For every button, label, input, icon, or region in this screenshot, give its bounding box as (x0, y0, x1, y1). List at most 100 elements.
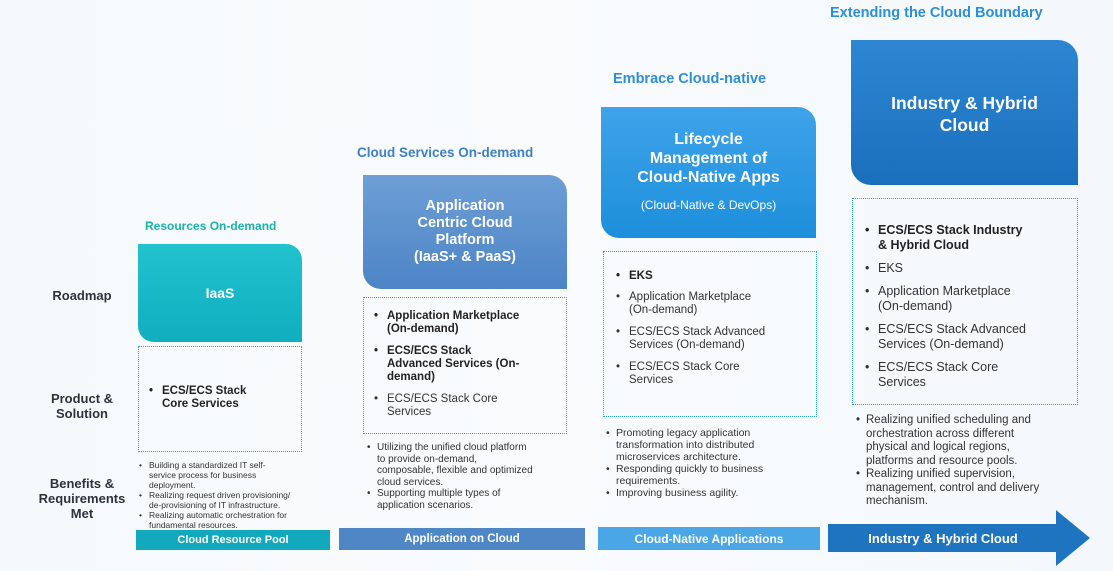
stage-2-card: Application Centric Cloud Platform (IaaS… (363, 175, 567, 289)
benefit-line: physical and logical regions, (866, 441, 1010, 453)
item-line: ECS/ECS Stack (387, 345, 472, 357)
benefit-line: transformation into distributed (616, 439, 755, 451)
stage-2-solution-box: Application Marketplace (On-demand) ECS/… (363, 297, 567, 434)
item-line: Advanced Services (On- (387, 358, 520, 370)
row-label-benefits: Benefits & Requirements Met (28, 476, 136, 521)
stage-4-solution-item-1: ECS/ECS Stack Industry & Hybrid Cloud (865, 223, 1071, 253)
item-line: Services (387, 406, 432, 418)
item-line: ECS/ECS Stack Advanced (629, 326, 766, 338)
stage-1-benefit-1: Building a standardized IT self- service… (139, 460, 329, 490)
stage-1-heading: Resources On-demand (145, 219, 277, 233)
stage-2-bar: Application on Cloud (339, 528, 585, 550)
benefit-line: Utilizing the unified cloud platform (377, 442, 527, 453)
stage-3-bar: Cloud-Native Applications (598, 527, 820, 550)
benefit-line: platforms and resource pools. (866, 454, 1018, 467)
stage-4-arrow (828, 510, 1090, 566)
item-line: Services (On-demand) (878, 337, 1004, 351)
benefit-line: de-provisioning of IT infrastructure. (149, 500, 281, 510)
stage-3-solution-item-3: ECS/ECS Stack Advanced Services (On-dema… (616, 326, 810, 352)
row-label-product-line-2: Solution (56, 406, 108, 421)
stage-2-solution-item-2: ECS/ECS Stack Advanced Services (On- dem… (374, 345, 560, 384)
stage-1-benefit-3: Realizing automatic orchestration for fu… (139, 510, 329, 530)
benefit-line: to provide on-demand, (377, 453, 478, 465)
stage-3-card: Lifecycle Management of Cloud-Native App… (601, 107, 816, 238)
stage-1-benefits: Building a standardized IT self- service… (139, 460, 329, 530)
stage-3-heading: Embrace Cloud-native (613, 71, 767, 87)
stage-1-card-title: IaaS (205, 285, 235, 301)
benefit-line: Building a standardized IT self- (149, 460, 266, 470)
stage-4-solution-item-5: ECS/ECS Stack Core Services (865, 360, 1071, 390)
benefit-line: orchestration across different (866, 427, 1015, 440)
stage-2-benefits: Utilizing the unified cloud platform to … (367, 442, 589, 511)
row-label-benefits-line-1: Benefits & (49, 476, 115, 491)
stage-4-benefits: Realizing unified scheduling and orchest… (856, 414, 1096, 509)
item-line: ECS/ECS Stack Core (387, 393, 498, 405)
stage-3-card-line-1: Lifecycle (674, 131, 743, 148)
item-line: (On-demand) (387, 323, 459, 335)
stage-4-solution-box: ECS/ECS Stack Industry & Hybrid Cloud EK… (852, 198, 1078, 405)
item-line: ECS/ECS Stack Industry (878, 223, 1023, 237)
item-line: & Hybrid Cloud (878, 238, 969, 252)
benefit-line: management, control and delivery (866, 481, 1040, 494)
stage-4-solution-item-2: EKS (865, 261, 1071, 276)
stage-4-solution-item-4: ECS/ECS Stack Advanced Services (On-dema… (865, 322, 1071, 352)
benefit-line: Promoting legacy application (616, 427, 751, 439)
benefit-line: deployment. (149, 480, 196, 490)
benefit-line: application scenarios. (377, 499, 474, 511)
stage-3-solution-item-2: Application Marketplace (On-demand) (616, 291, 810, 317)
stage-1-card: IaaS (138, 244, 302, 342)
stage-3-solution-box: EKS Application Marketplace (On-demand) … (603, 251, 817, 417)
benefit-line: fundamental resources. (149, 520, 238, 530)
benefit-line: Realizing request driven provisioning/ (149, 490, 291, 500)
benefit-line: mechanism. (866, 495, 928, 507)
stage-3-solution-item-1: EKS (616, 270, 810, 283)
stage-3-card-line-3: Cloud-Native Apps (637, 169, 780, 186)
stage-1-bar: Cloud Resource Pool (136, 530, 330, 550)
item-line: Services (878, 375, 926, 389)
row-label-roadmap: Roadmap (52, 288, 112, 303)
row-label-product-solution: Product & Solution (32, 391, 132, 421)
stage-1-item-1-line-2: Core Services (162, 398, 239, 410)
stage-1-solution-box: ECS/ECS Stack Core Services (138, 346, 302, 452)
item-line: EKS (878, 261, 904, 275)
stage-2-benefit-2: Supporting multiple types of application… (367, 488, 589, 511)
item-line: Services (On-demand) (629, 339, 745, 351)
stage-2-card-line-3: Platform (435, 232, 495, 248)
item-line: ECS/ECS Stack Core (878, 360, 999, 374)
stage-4-benefit-2: Realizing unified supervision, managemen… (856, 468, 1096, 509)
arrow-shape (828, 510, 1090, 566)
stage-1-benefit-2: Realizing request driven provisioning/ d… (139, 490, 329, 510)
stage-2-card-line-1: Application (425, 198, 505, 214)
item-line: EKS (629, 270, 653, 282)
stage-2-solution-item-1: Application Marketplace (On-demand) (374, 310, 560, 336)
stage-4-card: Industry & Hybrid Cloud (851, 40, 1078, 185)
stage-4-card-line-2: Cloud (939, 115, 990, 135)
stage-3-benefits: Promoting legacy application transformat… (606, 427, 826, 499)
benefit-line: Responding quickly to business (616, 463, 764, 475)
benefit-line: Realizing unified scheduling and (866, 414, 1031, 426)
benefit-line: microservices architecture. (616, 451, 741, 463)
row-label-product-line-1: Product & (50, 391, 114, 406)
item-line: ECS/ECS Stack Core (629, 361, 740, 373)
benefit-line: cloud services. (377, 476, 444, 488)
stage-4-benefit-1: Realizing unified scheduling and orchest… (856, 414, 1096, 468)
benefit-line: requirements. (616, 475, 681, 487)
item-line: (On-demand) (878, 299, 953, 313)
item-line: demand) (387, 371, 435, 383)
stage-2-heading: Cloud Services On-demand (357, 145, 534, 160)
item-line: Application Marketplace (878, 284, 1011, 298)
stage-3-card-subtitle: (Cloud-Native & DevOps) (640, 198, 777, 212)
item-line: ECS/ECS Stack Advanced (878, 322, 1026, 336)
stage-4-bar: Industry & Hybrid Cloud (868, 530, 1018, 546)
stage-4-heading: Extending the Cloud Boundary (830, 5, 1043, 21)
row-label-benefits-line-2: Requirements (38, 491, 126, 506)
stage-4-solution-item-3: Application Marketplace (On-demand) (865, 284, 1071, 314)
benefit-line: service process for business (149, 470, 257, 480)
stage-2-benefit-1: Utilizing the unified cloud platform to … (367, 442, 589, 488)
benefit-line: composable, flexible and optimized (377, 465, 533, 476)
stage-3-card-line-2: Management of (649, 150, 768, 167)
item-line: Application Marketplace (629, 291, 752, 303)
row-label-benefits-line-3: Met (70, 506, 94, 521)
item-line: Services (629, 374, 674, 386)
stage-3-benefit-2: Responding quickly to business requireme… (606, 463, 826, 487)
